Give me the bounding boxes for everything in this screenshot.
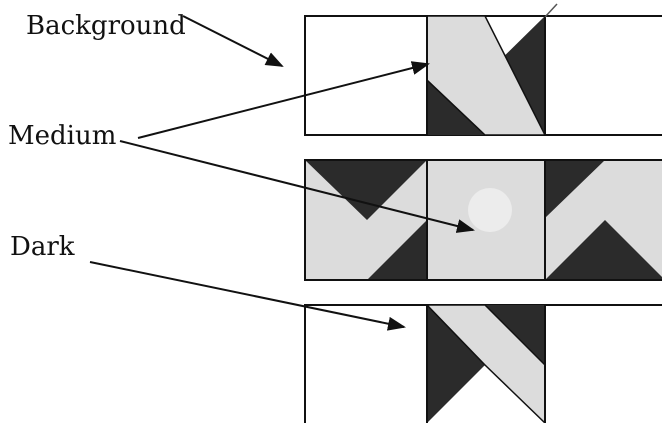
row-bottom-dark-triangle-left (427, 305, 485, 423)
arrow-medium-top (137, 61, 430, 139)
label-background: Background (26, 11, 186, 41)
quilt-row-bottom (304, 304, 662, 423)
row-middle-border (304, 159, 662, 281)
row-middle-center-fabric-highlight (468, 188, 512, 232)
quilt-row-middle (304, 159, 662, 281)
row-middle-left-dark-top (305, 160, 427, 220)
arrow-medium-center (119, 140, 475, 233)
label-dark: Dark (10, 232, 75, 262)
pointer-arrows (89, 15, 475, 331)
row-middle-left-dark-bottom (367, 220, 427, 280)
arrow-dark (89, 261, 406, 331)
label-medium: Medium (8, 121, 117, 151)
arrow-background (182, 15, 284, 67)
quilt-row-top (304, 3, 662, 136)
row-top-pencil-mark (544, 3, 558, 18)
row-middle-right-dark-bottom (545, 220, 662, 280)
row-middle-right-dark-top (545, 160, 605, 218)
